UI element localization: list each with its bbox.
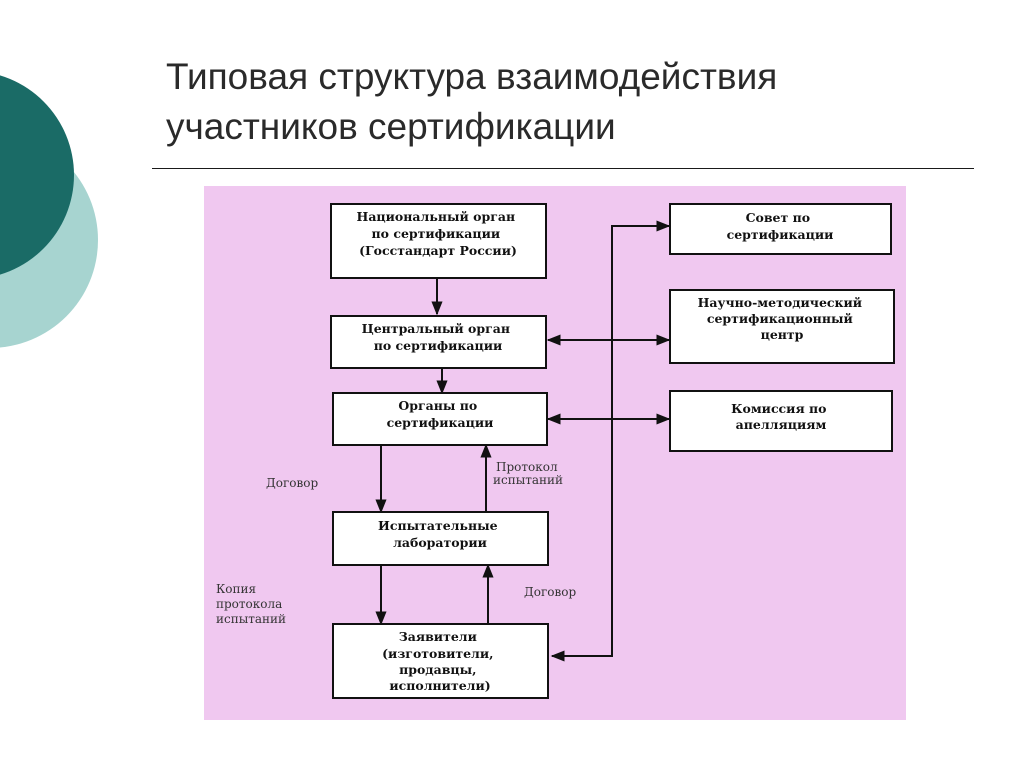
- national-line-2: по сертификации: [372, 226, 501, 241]
- council-line-1: Совет по: [746, 210, 811, 225]
- scientific-line-2: сертификационный: [707, 311, 853, 326]
- title-divider: [152, 168, 974, 169]
- note-protocol-copy: Копия протокола испытаний: [216, 582, 286, 626]
- arrow-applicants-to-council: [550, 220, 671, 662]
- box-certification-bodies: [332, 392, 548, 446]
- slide-title: Типовая структура взаимодействия участни…: [166, 52, 986, 152]
- appeals-commission-text: Комиссия по апелляциям: [731, 401, 831, 432]
- diagram-background: [204, 186, 906, 720]
- certification-structure-diagram: Национальный орган по сертификации (Госс…: [204, 186, 906, 720]
- box-national-body: [330, 203, 547, 279]
- council-text: Совет по сертификации: [727, 210, 834, 242]
- note-protocol-line-2: испытаний: [493, 473, 563, 487]
- council-line-2: сертификации: [727, 227, 834, 242]
- slide-title-line-2: участников сертификации: [166, 106, 616, 147]
- box-scientific-center: [669, 289, 895, 364]
- box-central-body: [330, 315, 547, 369]
- note-copy-line-1: Копия: [216, 582, 256, 596]
- note-test-protocol: Протокол испытаний: [493, 460, 563, 487]
- bodies-line-1: Органы по: [398, 398, 477, 413]
- test-labs-text: Испытательные лаборатории: [378, 518, 502, 550]
- deco-dark-circle: [0, 75, 74, 275]
- national-line-1: Национальный орган: [357, 209, 516, 224]
- scientific-center-text: Научно-методический сертификационный цен…: [698, 295, 867, 342]
- note-protocol-line-1: Протокол: [496, 460, 558, 474]
- applicants-text: Заявители (изготовители, продавцы, испол…: [382, 629, 498, 693]
- scientific-line-1: Научно-методический: [698, 295, 863, 310]
- central-line-1: Центральный орган: [362, 321, 510, 336]
- scientific-line-3: центр: [761, 327, 804, 342]
- note-copy-line-2: протокола: [216, 597, 282, 611]
- central-line-2: по сертификации: [374, 338, 503, 353]
- box-appeals-commission: [669, 390, 893, 452]
- certification-bodies-text: Органы по сертификации: [387, 398, 494, 430]
- applicants-line-2: (изготовители,: [382, 646, 493, 661]
- slide-title-line-1: Типовая структура взаимодействия: [166, 56, 778, 97]
- bodies-line-2: сертификации: [387, 415, 494, 430]
- note-contract-left: Договор: [266, 476, 318, 490]
- decorative-circles: [0, 75, 98, 348]
- note-contract-left-line-1: Договор: [266, 476, 318, 490]
- applicants-line-3: продавцы,: [399, 662, 476, 677]
- box-applicants: [332, 623, 549, 699]
- box-test-labs: [332, 511, 549, 566]
- applicants-line-1: Заявители: [399, 629, 477, 644]
- connectors: [375, 220, 671, 662]
- appeals-line-2: апелляциям: [736, 417, 827, 432]
- national-body-text: Национальный орган по сертификации (Госс…: [357, 209, 520, 258]
- box-council: [669, 203, 892, 255]
- applicants-line-4: исполнители): [389, 678, 490, 693]
- labs-line-1: Испытательные: [378, 518, 498, 533]
- note-copy-line-3: испытаний: [216, 612, 286, 626]
- note-contract-right-line-1: Договор: [524, 585, 576, 599]
- labs-line-2: лаборатории: [393, 535, 487, 550]
- appeals-line-1: Комиссия по: [731, 401, 826, 416]
- national-line-3: (Госстандарт России): [359, 243, 517, 258]
- central-body-text: Центральный орган по сертификации: [362, 321, 515, 353]
- note-contract-right: Договор: [524, 585, 576, 599]
